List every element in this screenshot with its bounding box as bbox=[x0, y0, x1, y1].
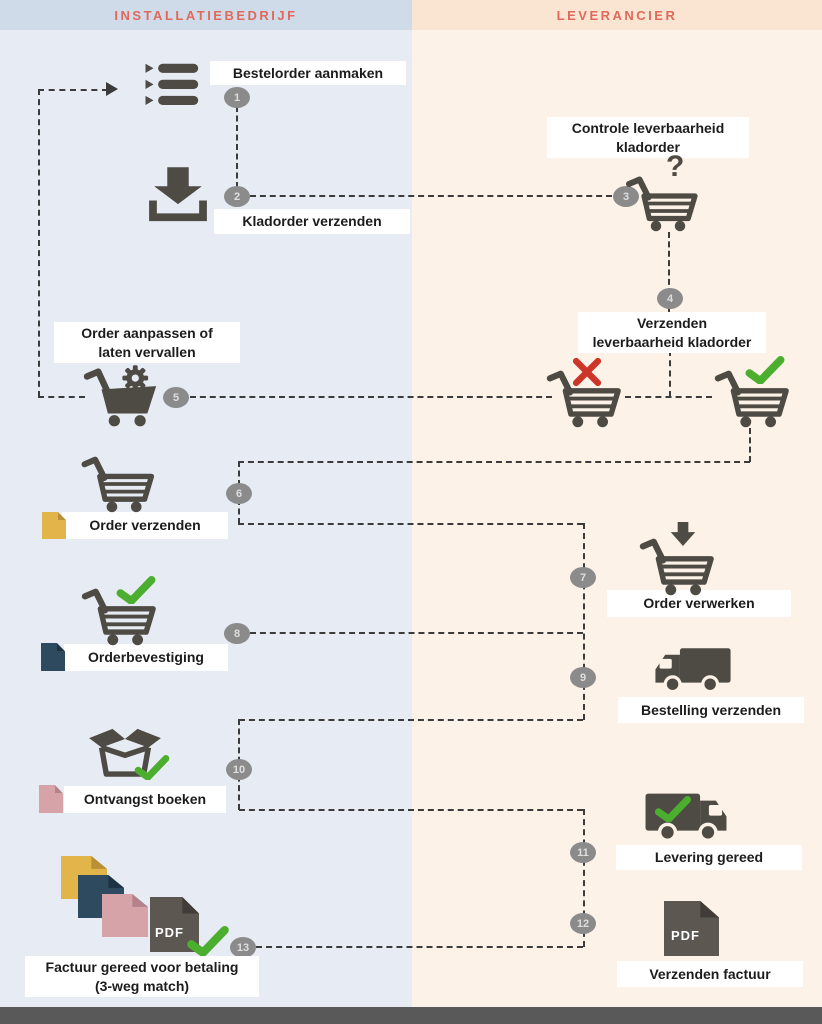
connector-12-13 bbox=[256, 946, 583, 948]
connector-5-cartx bbox=[190, 396, 552, 398]
step-circle-2: 2 bbox=[224, 186, 250, 207]
label-order-aanpassen: Order aanpassen of laten vervallen bbox=[54, 322, 240, 363]
step-circle-6: 6 bbox=[226, 483, 252, 504]
step-circle-13: 13 bbox=[230, 937, 256, 958]
connector-restart-bottom bbox=[38, 396, 85, 398]
connector-11-12-v bbox=[583, 809, 585, 947]
label-kladorder-verzenden: Kladorder verzenden bbox=[214, 209, 410, 234]
pdf-label: PDF bbox=[671, 928, 700, 943]
label-order-verzenden: Order verzenden bbox=[62, 512, 228, 539]
pdf-document-icon: PDF bbox=[664, 901, 719, 956]
yellow-document-icon bbox=[42, 512, 66, 539]
step-circle-5: 5 bbox=[163, 387, 189, 408]
connector-3-4 bbox=[668, 232, 670, 313]
check-icon bbox=[186, 926, 230, 956]
label-controle-leverbaarheid: Controle leverbaarheid kladorder bbox=[547, 117, 749, 158]
cart-approved-icon bbox=[710, 356, 794, 428]
label-line: Controle leverbaarheid bbox=[571, 120, 725, 137]
connector-restart-top bbox=[38, 89, 108, 91]
label-line: Factuur gereed voor betaling bbox=[45, 959, 239, 976]
label-bestelling-verzenden: Bestelling verzenden bbox=[618, 697, 804, 723]
cart-icon bbox=[80, 452, 156, 513]
header-leverancier: LEVERANCIER bbox=[412, 0, 822, 30]
label-line: (3-weg match) bbox=[94, 977, 190, 994]
cart-check-icon bbox=[80, 578, 164, 644]
step-circle-8: 8 bbox=[224, 623, 250, 644]
cart-gear-icon bbox=[82, 362, 166, 428]
bottom-bar bbox=[0, 1007, 822, 1024]
connector-4-split bbox=[669, 350, 671, 397]
cross-icon bbox=[570, 356, 604, 388]
label-line: Verzenden bbox=[636, 315, 708, 332]
cart-rejected-icon bbox=[544, 356, 628, 428]
order-list-icon bbox=[144, 62, 202, 109]
step-circle-10: 10 bbox=[226, 759, 252, 780]
connector-split-carts bbox=[625, 396, 712, 398]
check-icon bbox=[654, 796, 692, 822]
step-circle-11: 11 bbox=[570, 842, 596, 863]
pdf-label: PDF bbox=[155, 925, 184, 940]
pink-document-icon bbox=[102, 894, 148, 937]
step-circle-1: 1 bbox=[224, 87, 250, 108]
step-circle-9: 9 bbox=[570, 667, 596, 688]
connector-8-h bbox=[250, 632, 583, 634]
label-line: laten vervallen bbox=[98, 343, 196, 360]
connector-1-2 bbox=[236, 106, 238, 188]
connector-to-6 bbox=[238, 461, 750, 463]
connector-7-9-v bbox=[583, 523, 585, 720]
label-order-verwerken: Order verwerken bbox=[607, 590, 791, 617]
label-bestelorder-aanmaken: Bestelorder aanmaken bbox=[210, 61, 406, 85]
label-line: Order aanpassen of bbox=[81, 325, 213, 342]
header-installatiebedrijf: INSTALLATIEBEDRIJF bbox=[0, 0, 412, 30]
label-line: kladorder bbox=[616, 138, 680, 155]
label-levering-gereed: Levering gereed bbox=[616, 845, 802, 870]
step-circle-4: 4 bbox=[657, 288, 683, 309]
step-circle-7: 7 bbox=[570, 567, 596, 588]
cart-download-icon bbox=[636, 520, 720, 596]
download-icon bbox=[148, 166, 208, 222]
label-line: leverbaarheid kladorder bbox=[592, 333, 752, 350]
open-box-check-icon bbox=[86, 722, 174, 784]
step-circle-12: 12 bbox=[570, 913, 596, 934]
arrowhead-restart bbox=[106, 82, 118, 96]
navy-document-icon bbox=[41, 643, 65, 671]
connector-10-11 bbox=[239, 809, 583, 811]
label-factuur-gereed: Factuur gereed voor betaling (3-weg matc… bbox=[25, 956, 259, 997]
connector-2-3 bbox=[250, 195, 612, 197]
label-ontvangst-boeken: Ontvangst boeken bbox=[64, 786, 226, 813]
pink-document-icon bbox=[39, 785, 63, 813]
connector-cartok-down bbox=[749, 428, 751, 462]
check-icon bbox=[744, 356, 786, 384]
cart-question-icon: ? bbox=[622, 150, 708, 232]
truck-check-icon bbox=[642, 790, 730, 843]
check-icon bbox=[114, 576, 158, 604]
truck-icon bbox=[652, 645, 734, 694]
connector-6-7 bbox=[238, 523, 583, 525]
step-circle-3: 3 bbox=[613, 186, 639, 207]
connector-restart-side bbox=[38, 89, 40, 397]
connector-9-10 bbox=[239, 719, 583, 721]
label-verzenden-leverbaarheid: Verzenden leverbaarheid kladorder bbox=[578, 312, 766, 353]
label-verzenden-factuur: Verzenden factuur bbox=[617, 961, 803, 987]
question-mark: ? bbox=[666, 150, 685, 183]
label-orderbevestiging: Orderbevestiging bbox=[64, 644, 228, 671]
check-icon bbox=[134, 755, 170, 780]
